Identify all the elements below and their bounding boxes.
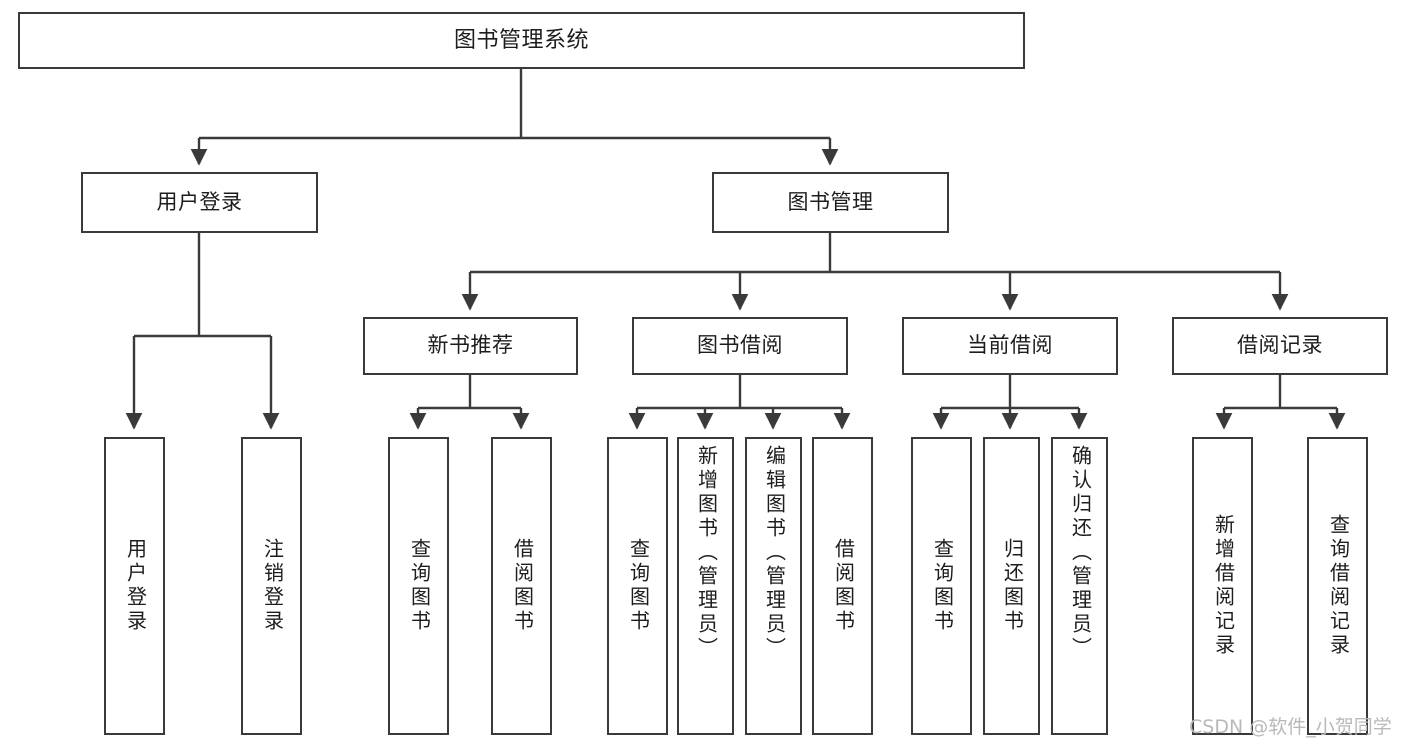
leaf-confirm-return-admin[interactable]: 确认归还（管理员） [1051,437,1108,735]
node-label: 查询图书 [407,538,430,634]
node-label: 借阅记录 [1237,334,1323,358]
leaf-add-book-admin[interactable]: 新增图书（管理员） [677,437,734,735]
leaf-query-book-borrow[interactable]: 查询图书 [607,437,668,735]
node-label: 新书推荐 [427,334,514,358]
leaf-add-borrow-record[interactable]: 新增借阅记录 [1192,437,1253,735]
node-label: 查询图书 [930,538,953,634]
leaf-borrow-book[interactable]: 借阅图书 [812,437,873,735]
node-label: 查询借阅记录 [1326,514,1349,658]
node-new-book-recommend[interactable]: 新书推荐 [363,317,578,375]
node-book-borrow[interactable]: 图书借阅 [632,317,848,375]
leaf-query-book-current[interactable]: 查询图书 [911,437,972,735]
leaf-query-book-recommend[interactable]: 查询图书 [388,437,449,735]
leaf-return-book[interactable]: 归还图书 [983,437,1040,735]
leaf-query-borrow-record[interactable]: 查询借阅记录 [1307,437,1368,735]
node-label: 归还图书 [1000,538,1023,634]
node-root-book-management-system[interactable]: 图书管理系统 [18,12,1025,69]
node-current-borrow[interactable]: 当前借阅 [902,317,1118,375]
node-label: 用户登录 [156,190,243,214]
node-label: 编辑图书（管理员） [762,445,785,661]
leaf-borrow-book-recommend[interactable]: 借阅图书 [491,437,552,735]
node-user-login[interactable]: 用户登录 [81,172,318,233]
leaf-user-login[interactable]: 用户登录 [104,437,165,735]
node-label: 查询图书 [626,538,649,634]
node-book-management[interactable]: 图书管理 [712,172,949,233]
node-label: 新增借阅记录 [1211,514,1234,658]
node-label: 新增图书（管理员） [694,445,717,661]
node-label: 图书管理 [787,190,874,214]
node-label: 借阅图书 [831,538,854,634]
node-label: 注销登录 [260,538,283,634]
node-label: 图书借阅 [697,334,783,358]
node-label: 确认归还（管理员） [1068,445,1091,661]
node-label: 当前借阅 [967,334,1053,358]
watermark: CSDN @软件_小贺同学 [1189,716,1392,738]
leaf-logout[interactable]: 注销登录 [241,437,302,735]
node-borrow-record[interactable]: 借阅记录 [1172,317,1388,375]
leaf-edit-book-admin[interactable]: 编辑图书（管理员） [745,437,802,735]
node-label: 图书管理系统 [453,27,589,53]
node-label: 用户登录 [123,538,146,634]
node-label: 借阅图书 [510,538,533,634]
